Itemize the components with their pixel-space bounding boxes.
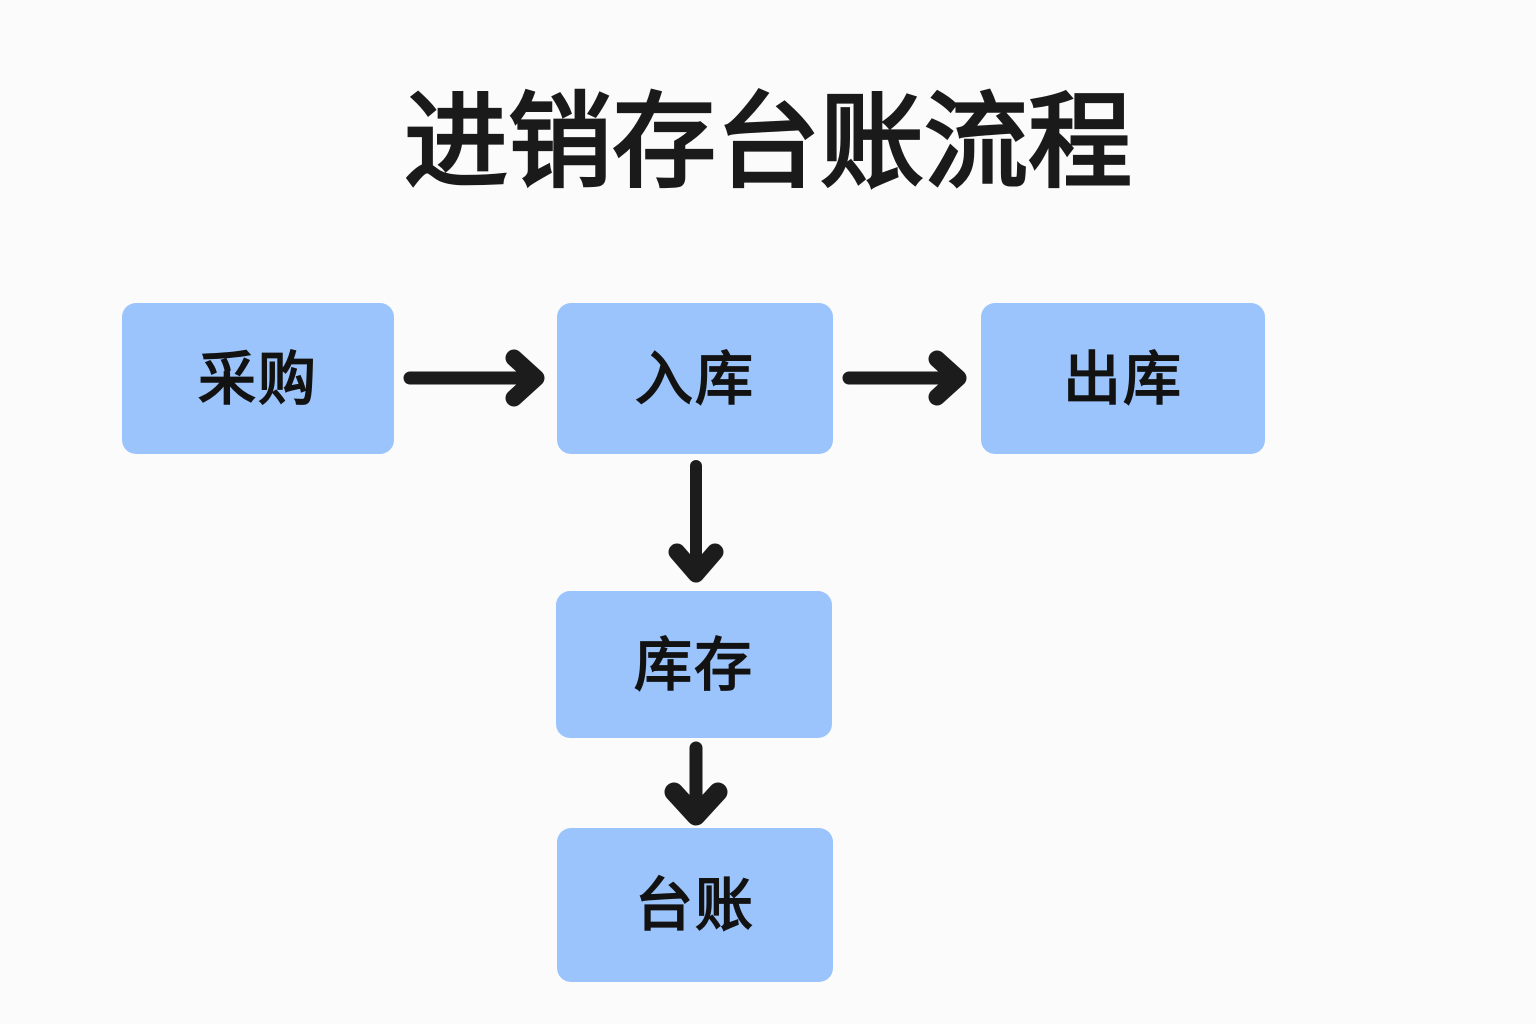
page-title: 进销存台账流程	[403, 81, 1132, 203]
node-inventory-label: 库存	[633, 630, 754, 699]
node-procurement-label: 采购	[197, 344, 318, 413]
node-ledger[interactable]: 台账	[557, 828, 833, 982]
arrow-right-icon-procurement-to-inbound	[403, 348, 552, 408]
arrow-down-icon-inventory-to-ledger	[664, 741, 728, 826]
node-procurement[interactable]: 采购	[122, 303, 394, 454]
node-inbound-label: 入库	[634, 344, 755, 413]
node-outbound[interactable]: 出库	[981, 303, 1265, 454]
arrow-right-icon-inbound-to-outbound	[842, 348, 975, 408]
node-inbound[interactable]: 入库	[557, 303, 833, 454]
node-ledger-label: 台账	[634, 871, 755, 939]
node-inventory[interactable]: 库存	[556, 591, 832, 738]
node-outbound-label: 出库	[1062, 344, 1183, 413]
arrow-down-icon-inbound-to-inventory	[666, 460, 726, 583]
